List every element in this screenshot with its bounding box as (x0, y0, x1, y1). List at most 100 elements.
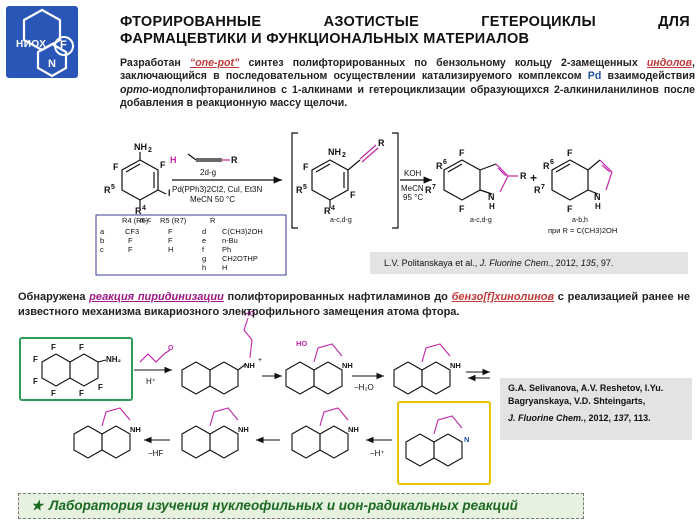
table-row-label: c (100, 245, 104, 254)
pyridinization-highlight: реакция пиридинизации (89, 291, 224, 303)
para1-text-3: , заключающийся в последовательном осуще… (120, 57, 695, 83)
intermediate-b-ring (313, 343, 343, 363)
star-icon: ★ (31, 498, 44, 513)
alkyne-r-label: R (231, 155, 238, 165)
svg-text:R: R (104, 185, 111, 195)
table-row-label: f (202, 245, 205, 254)
table-cell: n-Bu (222, 236, 238, 245)
minus-hf-label: −HF (148, 449, 163, 458)
svg-text:5: 5 (303, 184, 307, 191)
ref2-authors: G.A. Selivanova, A.V. Reshetov, I.Yu. Ba… (508, 383, 664, 406)
table-row-label: g (202, 254, 206, 263)
indole-product-1 (443, 159, 497, 201)
ref2-journal: J. Fluorine Chem. (508, 413, 584, 423)
intermediate-f (291, 425, 349, 459)
intermediate-a-plus: + (258, 357, 262, 364)
svg-text:F: F (79, 389, 84, 398)
ref2-citation: J. Fluorine Chem., 2012, 137, 113. (508, 412, 684, 425)
start-material-label: a–c (140, 217, 152, 224)
pd-label: Pd (587, 70, 602, 83)
ref1-volume: 135 (580, 258, 596, 268)
svg-text:I: I (168, 188, 171, 198)
table-cell: F (168, 227, 173, 236)
table-cell: CH2OTHP (222, 254, 258, 263)
intermediate-e (181, 425, 239, 459)
logo-letter-f: F (60, 39, 67, 51)
ref1-journal: J. Fluorine Chem. (479, 258, 551, 268)
indole-2-pyrrole-ring (599, 159, 613, 191)
benzoquinoline-ring (433, 415, 463, 435)
indole-product-2 (551, 159, 601, 201)
minus-h2o-label: −H₂O (354, 383, 374, 392)
intermediate-d-nh: NH (130, 425, 141, 434)
intermediate-f-nh: NH (348, 425, 359, 434)
table-cell: CF3 (125, 227, 139, 236)
intermediate-b-ho: HO (296, 339, 307, 348)
naphthylamine-box (19, 337, 133, 401)
intermediate-bracket (291, 132, 399, 229)
para1-text-1: Разработан (120, 57, 190, 69)
table-row-label: h (202, 263, 206, 272)
table-cell: H (222, 263, 227, 272)
table-header-r5: R5 (R7) (160, 216, 187, 225)
substituent-table: R4 (R6) R5 (R7) R a CF3 F d C(CH3)2OH b … (100, 216, 263, 272)
svg-text:R: R (135, 206, 142, 216)
svg-text:N: N (488, 192, 495, 202)
lab-name: Лаборатория изучения нуклеофильных и ион… (49, 498, 518, 513)
ref1-authors: L.V. Politanskaya et al., (384, 258, 480, 268)
koh-solvent: MeCN (401, 184, 424, 193)
svg-text:F: F (33, 355, 38, 364)
svg-text:6: 6 (443, 159, 447, 166)
svg-text:F: F (303, 162, 309, 172)
conditions-line-2: MeCN 50 °C (190, 195, 235, 204)
svg-text:R: R (378, 138, 385, 148)
conditions-line-1: Pd(PPh3)2Cl2, CuI, Et3N (172, 185, 262, 194)
intermediate-b-nh: NH (342, 361, 353, 370)
svg-text:F: F (567, 148, 573, 158)
title-word-3: ГЕТЕРОЦИКЛЫ (481, 14, 596, 30)
intermediate-a-nh: NH (244, 361, 255, 370)
svg-text:NH: NH (134, 142, 147, 152)
para1-text-2: синтез полифторированных по бензольному … (239, 57, 647, 69)
para2-text-1: Обнаружена (18, 291, 90, 303)
table-row-label: d (202, 227, 206, 236)
ref1-pages: , 97. (595, 258, 614, 268)
svg-text:4: 4 (142, 205, 146, 212)
svg-text:NH: NH (328, 147, 341, 157)
indole-2-note: при R = C(CH3)2OH (548, 226, 617, 235)
svg-text:F: F (33, 377, 38, 386)
svg-text:R: R (324, 206, 331, 216)
ortho-label: орто (120, 83, 149, 96)
svg-text:F: F (79, 343, 84, 352)
svg-text:F: F (51, 389, 56, 398)
alkynylaniline-structure (311, 159, 361, 208)
indole-1-pyrrole-ring (495, 163, 518, 193)
para1-text-4: взаимодействия (601, 70, 696, 83)
iodoaniline-structure (121, 152, 167, 208)
para2-text-2: полифторированных нафтиламинов до (223, 291, 452, 303)
table-cell: F (128, 236, 133, 245)
equilibrium-arrows (466, 368, 490, 382)
intermediate-f-ring (319, 407, 349, 427)
svg-text:N: N (594, 192, 601, 202)
svg-text:F: F (51, 343, 56, 352)
title-word-4: ДЛЯ (658, 14, 690, 30)
reagent-label: 2d-g (200, 168, 216, 177)
table-cell: Ph (222, 245, 231, 254)
alkyne-bond-magenta (359, 144, 379, 163)
svg-text:F: F (350, 190, 356, 200)
indole-2-label: a-b,h (572, 217, 588, 224)
substituent-table-box (95, 214, 287, 276)
svg-text:F: F (160, 160, 166, 170)
alkyne-reagent (187, 153, 230, 162)
naphthylamine-structure (41, 353, 107, 387)
intermediate-e-ring (209, 407, 239, 427)
title-word-1: ФТОРИРОВАННЫЕ (120, 14, 262, 30)
table-cell: H (168, 245, 173, 254)
svg-text:R: R (425, 185, 432, 195)
para2-text-3: с реализацией ранее не известного механи… (18, 291, 691, 318)
svg-text:H: H (595, 202, 601, 211)
